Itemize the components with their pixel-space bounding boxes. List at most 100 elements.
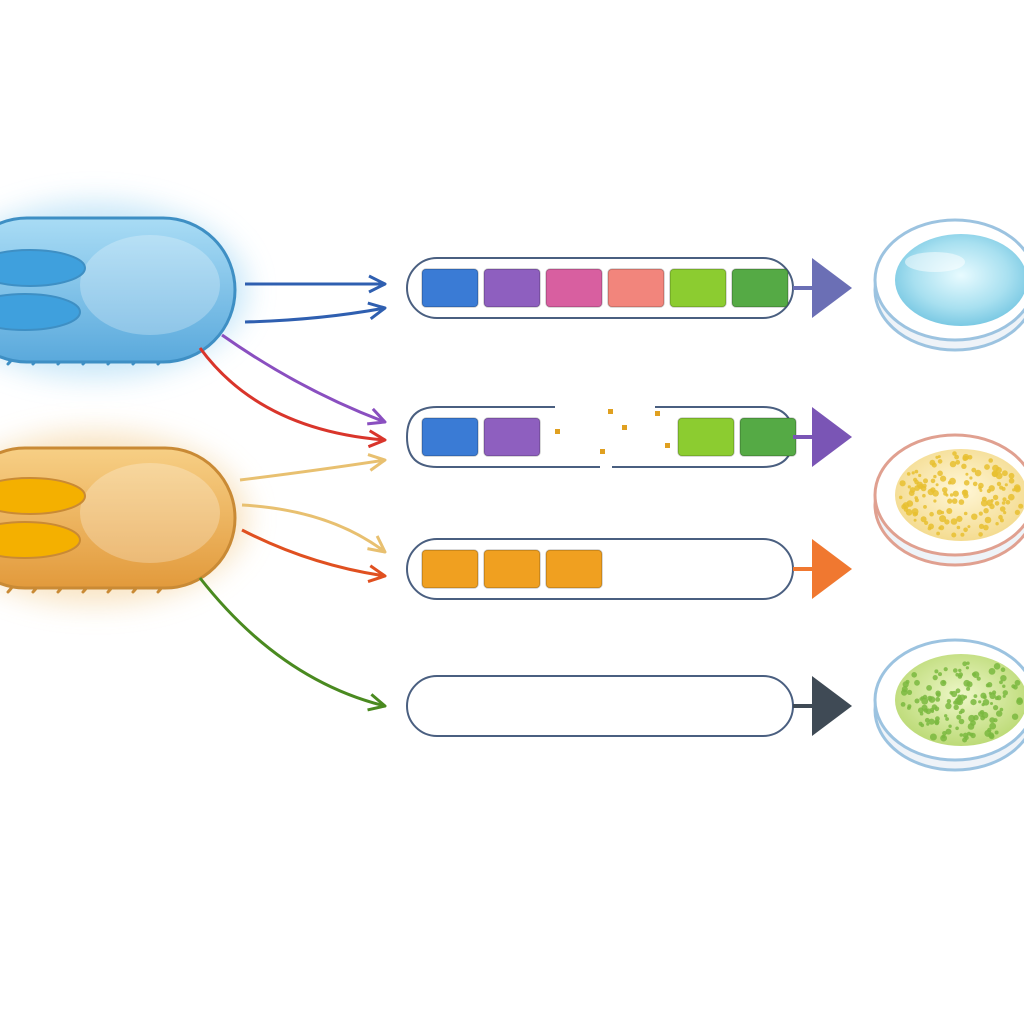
colony-dot <box>942 731 947 736</box>
colony-dot <box>984 516 992 524</box>
colony-dot <box>911 508 919 515</box>
colony-dot <box>970 699 977 706</box>
arrow <box>244 301 387 324</box>
arrow-line <box>198 577 386 708</box>
colony-dot <box>980 499 988 507</box>
colony-dot <box>946 699 952 704</box>
colony-dot <box>1008 478 1015 484</box>
colony-dot <box>971 672 977 677</box>
arrowhead-icon <box>367 453 387 472</box>
colony-dot <box>914 679 920 686</box>
gene-block <box>483 268 541 308</box>
colony-dot <box>909 487 916 493</box>
colony-dot <box>1016 697 1023 704</box>
colony-dot <box>1002 684 1006 688</box>
colony-dot <box>971 513 978 520</box>
colony-dot <box>906 472 911 476</box>
colony-dot <box>950 518 958 525</box>
colony-dot <box>967 455 973 460</box>
colony-dot <box>942 680 946 684</box>
play-triangle-icon <box>812 407 852 467</box>
colony-dot <box>963 527 968 533</box>
colony-dot <box>930 487 936 493</box>
organelle-upper <box>0 477 86 515</box>
colony-dot <box>952 490 959 497</box>
gene-track-4 <box>406 675 852 737</box>
colony-dot <box>990 702 993 705</box>
colony-dot <box>978 486 982 490</box>
colony-dot <box>934 669 939 674</box>
colony-dot <box>993 663 1001 670</box>
colony-dot <box>956 714 962 720</box>
colony-dot <box>978 523 985 530</box>
colony-dot <box>973 694 978 698</box>
colony-dot <box>1002 470 1008 477</box>
arrowhead-icon <box>367 407 387 426</box>
arrowhead-icon <box>367 301 387 320</box>
colony-dot <box>932 675 938 681</box>
colony-dot <box>943 491 948 496</box>
colony-dot <box>952 451 957 456</box>
colony-dot <box>993 718 998 723</box>
colony-dot <box>929 733 937 741</box>
colony-dot <box>947 480 952 485</box>
colony-dot <box>961 463 967 469</box>
arrow <box>198 347 387 449</box>
colony-dot <box>930 478 936 484</box>
colony-dot <box>926 722 930 726</box>
colony-dot <box>1005 500 1011 505</box>
petri-dish-green-colonies <box>873 638 1024 772</box>
colony-dot <box>940 475 947 482</box>
arrow <box>198 577 387 712</box>
colony-dot <box>983 508 989 514</box>
colony-dot <box>945 702 952 710</box>
colony-dot <box>927 526 932 531</box>
colony-dot <box>935 690 941 696</box>
colony-dot <box>937 459 943 464</box>
play-triangle-icon <box>812 258 852 318</box>
colony-dot <box>939 525 945 531</box>
arrowhead-icon <box>367 693 387 712</box>
colony-dot <box>956 525 961 530</box>
colony-dot <box>972 481 978 487</box>
colony-dot <box>951 498 958 504</box>
colony-dot <box>925 708 932 715</box>
colony-dot <box>914 498 919 503</box>
colony-dot <box>936 509 943 515</box>
colony-dot <box>1002 497 1007 502</box>
colony-dot <box>913 518 917 522</box>
gene-block <box>421 549 479 589</box>
organelle-lower <box>0 293 81 331</box>
fragment <box>622 425 627 430</box>
arrowhead-icon <box>367 535 387 554</box>
colony-dot <box>986 682 993 688</box>
colony-dot <box>992 464 999 472</box>
arrow <box>241 503 387 554</box>
gene-track-2 <box>405 406 852 468</box>
colony-dot <box>988 732 994 739</box>
colony-dot <box>926 685 932 691</box>
colony-dot <box>976 676 981 681</box>
colony-dot <box>945 728 952 735</box>
colony-dot <box>994 730 999 735</box>
colony-dot <box>963 679 971 687</box>
organelle-upper <box>0 249 86 287</box>
colony-dot <box>934 720 939 726</box>
colony-dot <box>973 714 979 721</box>
petri-dish-yellow-colonies <box>873 433 1024 567</box>
gene-block <box>607 268 665 308</box>
gene-block <box>731 268 789 308</box>
colony-dot <box>947 498 953 504</box>
colony-dot <box>923 478 928 484</box>
gene-block <box>483 549 541 589</box>
colony-dot <box>929 511 934 517</box>
colony-dot <box>999 707 1004 712</box>
colony-dot <box>920 516 927 523</box>
colony-dot <box>958 499 965 505</box>
colony-dot <box>914 469 919 474</box>
colony-dot <box>924 520 929 526</box>
colony-dot <box>988 485 995 492</box>
colony-dot <box>914 485 920 491</box>
arrow-line <box>244 306 386 324</box>
colony-dot <box>902 681 909 688</box>
